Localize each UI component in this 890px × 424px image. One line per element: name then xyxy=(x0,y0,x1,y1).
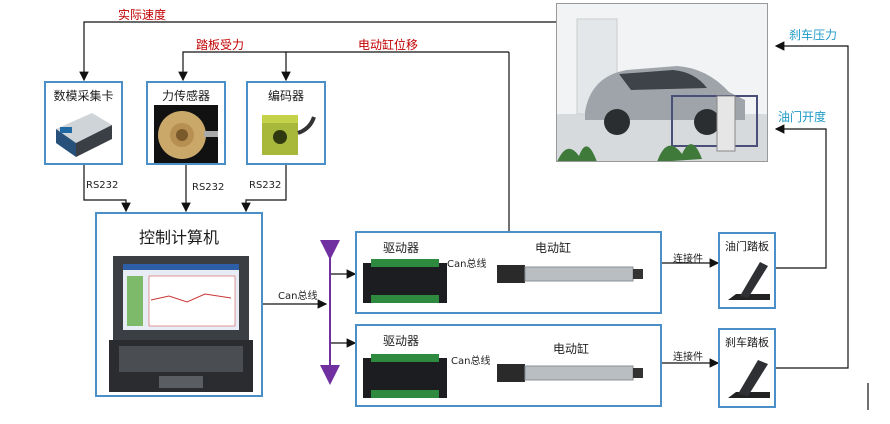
laptop-icon xyxy=(109,256,253,392)
rs232-label-1: RS232 xyxy=(86,180,119,191)
cylinder-displacement-label: 电动缸位移 xyxy=(358,38,419,52)
rs232-label-2: RS232 xyxy=(192,182,225,193)
force-sensor-title: 力传感器 xyxy=(161,89,210,103)
brake-pedal-title: 刹车踏板 xyxy=(725,336,769,349)
can-bus-main-label: Can总线 xyxy=(278,291,318,302)
lower-driver-title: 驱动器 xyxy=(383,334,420,348)
encoder-icon xyxy=(262,115,316,155)
encoder-title: 编码器 xyxy=(267,89,304,103)
lower-driver-icon xyxy=(363,354,447,398)
throttle-pedal-icon xyxy=(728,262,770,300)
rs232-label-3: RS232 xyxy=(249,180,282,191)
vehicle-test-photo xyxy=(556,3,768,162)
lower-actuator-unit: 驱动器 电动缸 Can总线 xyxy=(355,324,662,407)
brake-pressure-label: 刹车压力 xyxy=(789,28,838,42)
daq-card-icon xyxy=(56,113,112,157)
car-illustration xyxy=(557,4,767,161)
brake-pedal-box: 刹车踏板 xyxy=(718,328,776,408)
throttle-pedal-box: 油门踏板 xyxy=(718,232,776,309)
lower-can-bus-label: Can总线 xyxy=(451,356,491,367)
control-computer-box: 控制计算机 xyxy=(95,212,263,397)
brake-pedal-icon xyxy=(728,360,770,398)
upper-connector-label: 连接件 xyxy=(673,254,703,265)
throttle-pedal-title: 油门踏板 xyxy=(725,240,769,253)
daq-card-box: 数模采集卡 xyxy=(44,81,123,165)
actual-speed-label: 实际速度 xyxy=(118,8,167,22)
pedal-force-label: 踏板受力 xyxy=(196,38,245,52)
upper-driver-icon xyxy=(363,259,447,303)
encoder-box: 编码器 xyxy=(246,81,326,165)
daq-card-title: 数模采集卡 xyxy=(53,89,114,103)
upper-electric-cylinder-icon xyxy=(497,265,643,283)
upper-can-bus-label: Can总线 xyxy=(447,259,487,270)
upper-driver-title: 驱动器 xyxy=(383,241,420,255)
lower-cylinder-title: 电动缸 xyxy=(553,342,590,356)
upper-actuator-unit: 驱动器 电动缸 Can总线 xyxy=(355,231,662,314)
lower-connector-label: 连接件 xyxy=(673,352,703,363)
force-sensor-box: 力传感器 xyxy=(146,81,226,165)
upper-cylinder-title: 电动缸 xyxy=(535,241,572,255)
throttle-opening-label: 油门开度 xyxy=(778,110,827,124)
force-sensor-icon xyxy=(154,105,218,163)
lower-electric-cylinder-icon xyxy=(497,364,643,382)
control-computer-title: 控制计算机 xyxy=(138,228,219,247)
